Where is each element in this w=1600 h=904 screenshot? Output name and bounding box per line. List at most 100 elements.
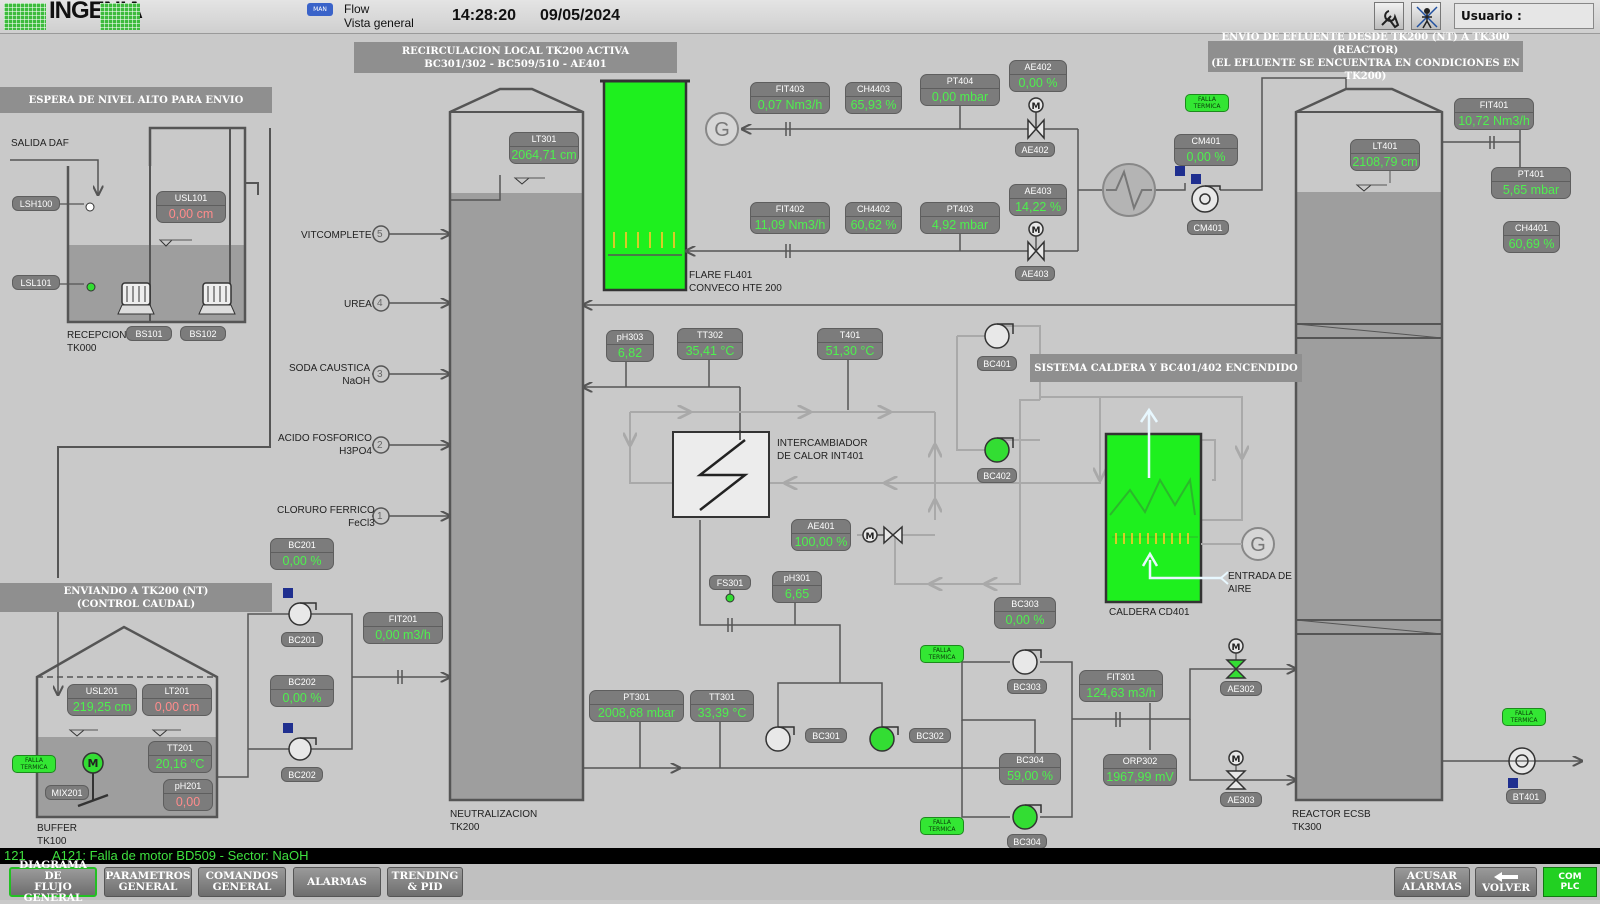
status-square: [1175, 166, 1185, 176]
label-bc301[interactable]: BC301: [805, 728, 847, 743]
blower-bc401[interactable]: [984, 323, 1014, 349]
boiler-cd401[interactable]: [1104, 407, 1229, 604]
alarm-bar[interactable]: 121 A121: Falla de motor BD509 - Sector:…: [0, 848, 1600, 864]
blower-bc402[interactable]: [984, 437, 1014, 463]
label-lsh100[interactable]: LSH100: [12, 196, 60, 211]
valve-ae302[interactable]: M: [1225, 638, 1247, 679]
dosing-number-5[interactable]: 5: [377, 229, 383, 240]
pump-bt401[interactable]: [1508, 747, 1536, 775]
back-arrow-icon: [1494, 871, 1518, 882]
label-bt401[interactable]: BT401: [1506, 789, 1546, 804]
label-bc303[interactable]: BC303: [1007, 679, 1047, 694]
label-ae302[interactable]: AE302: [1220, 681, 1262, 696]
label-vitcomplete: VITCOMPLETE: [301, 230, 372, 241]
pump-bc303[interactable]: [1012, 649, 1042, 675]
label-bc201[interactable]: BC201: [281, 632, 323, 647]
label-mix201[interactable]: MIX201: [45, 785, 89, 800]
label-bs102[interactable]: BS102: [180, 326, 226, 341]
status-square: [283, 723, 293, 733]
pump-bc304[interactable]: [1012, 804, 1042, 830]
valve-ae402[interactable]: M: [1027, 97, 1045, 140]
alarm-message: A121: Falla de motor BD509 - Sector: NaO…: [52, 848, 309, 863]
label-ae402[interactable]: AE402: [1015, 142, 1055, 157]
volver-button[interactable]: VOLVER: [1475, 867, 1537, 897]
dosing-number-4[interactable]: 4: [377, 298, 383, 309]
dosing-number-3[interactable]: 3: [377, 369, 383, 380]
mode-badge[interactable]: MAN: [307, 3, 333, 16]
compressor-cm401[interactable]: [1191, 185, 1221, 213]
valve-ae403[interactable]: M: [1027, 221, 1045, 262]
nav-diagrama-flujo[interactable]: DIAGRAMA DE FLUJO GENERAL: [9, 860, 97, 904]
heat-exchanger-int401[interactable]: [672, 430, 770, 518]
screen-subtitle: Vista general: [344, 16, 414, 30]
flare-fl401[interactable]: [600, 79, 690, 292]
pump-bs102[interactable]: [198, 282, 236, 315]
dosing-number-2[interactable]: 2: [377, 440, 383, 451]
label-bc402[interactable]: BC402: [977, 468, 1017, 483]
nav-alarmas[interactable]: ALARMAS: [293, 867, 381, 897]
pump-bc202[interactable]: [288, 737, 317, 761]
label-bs101[interactable]: BS101: [126, 326, 172, 341]
status-square: [1508, 778, 1518, 788]
status-square: [283, 588, 293, 598]
nav-parametros[interactable]: PARAMETROS GENERAL: [104, 867, 192, 897]
label-ae403[interactable]: AE403: [1015, 266, 1055, 281]
label-cm401[interactable]: CM401: [1187, 220, 1229, 235]
tools-button[interactable]: [1374, 2, 1404, 30]
nav-comandos[interactable]: COMANDOS GENERAL: [198, 867, 286, 897]
maintenance-button[interactable]: [1411, 2, 1441, 30]
banner-caldera: SISTEMA CALDERA Y BC401/402 ENCENDIDO: [1030, 354, 1302, 382]
user-field[interactable]: Usuario :: [1454, 3, 1594, 29]
valve-ae303[interactable]: M: [1225, 750, 1247, 790]
label-lsl101[interactable]: LSL101: [12, 275, 60, 290]
label-bc401[interactable]: BC401: [977, 356, 1017, 371]
flow-switch-fs301: [725, 593, 735, 603]
pump-bs101[interactable]: [117, 282, 155, 315]
label-bc302[interactable]: BC302: [909, 728, 951, 743]
dosing-number-1[interactable]: 1: [377, 511, 383, 522]
pump-bc302[interactable]: [869, 726, 899, 752]
nav-trending-pid[interactable]: TRENDING & PID: [387, 867, 463, 897]
pump-bc301[interactable]: [765, 726, 795, 752]
valve-ae401[interactable]: M: [857, 525, 935, 545]
label-bc304[interactable]: BC304: [1007, 834, 1047, 849]
label-ae303[interactable]: AE303: [1220, 792, 1262, 807]
acusar-alarmas-button[interactable]: ACUSAR ALARMAS: [1394, 867, 1470, 897]
label-fs301[interactable]: FS301: [709, 575, 751, 590]
label-bc202[interactable]: BC202: [281, 767, 323, 782]
pump-bc201[interactable]: [288, 602, 317, 626]
